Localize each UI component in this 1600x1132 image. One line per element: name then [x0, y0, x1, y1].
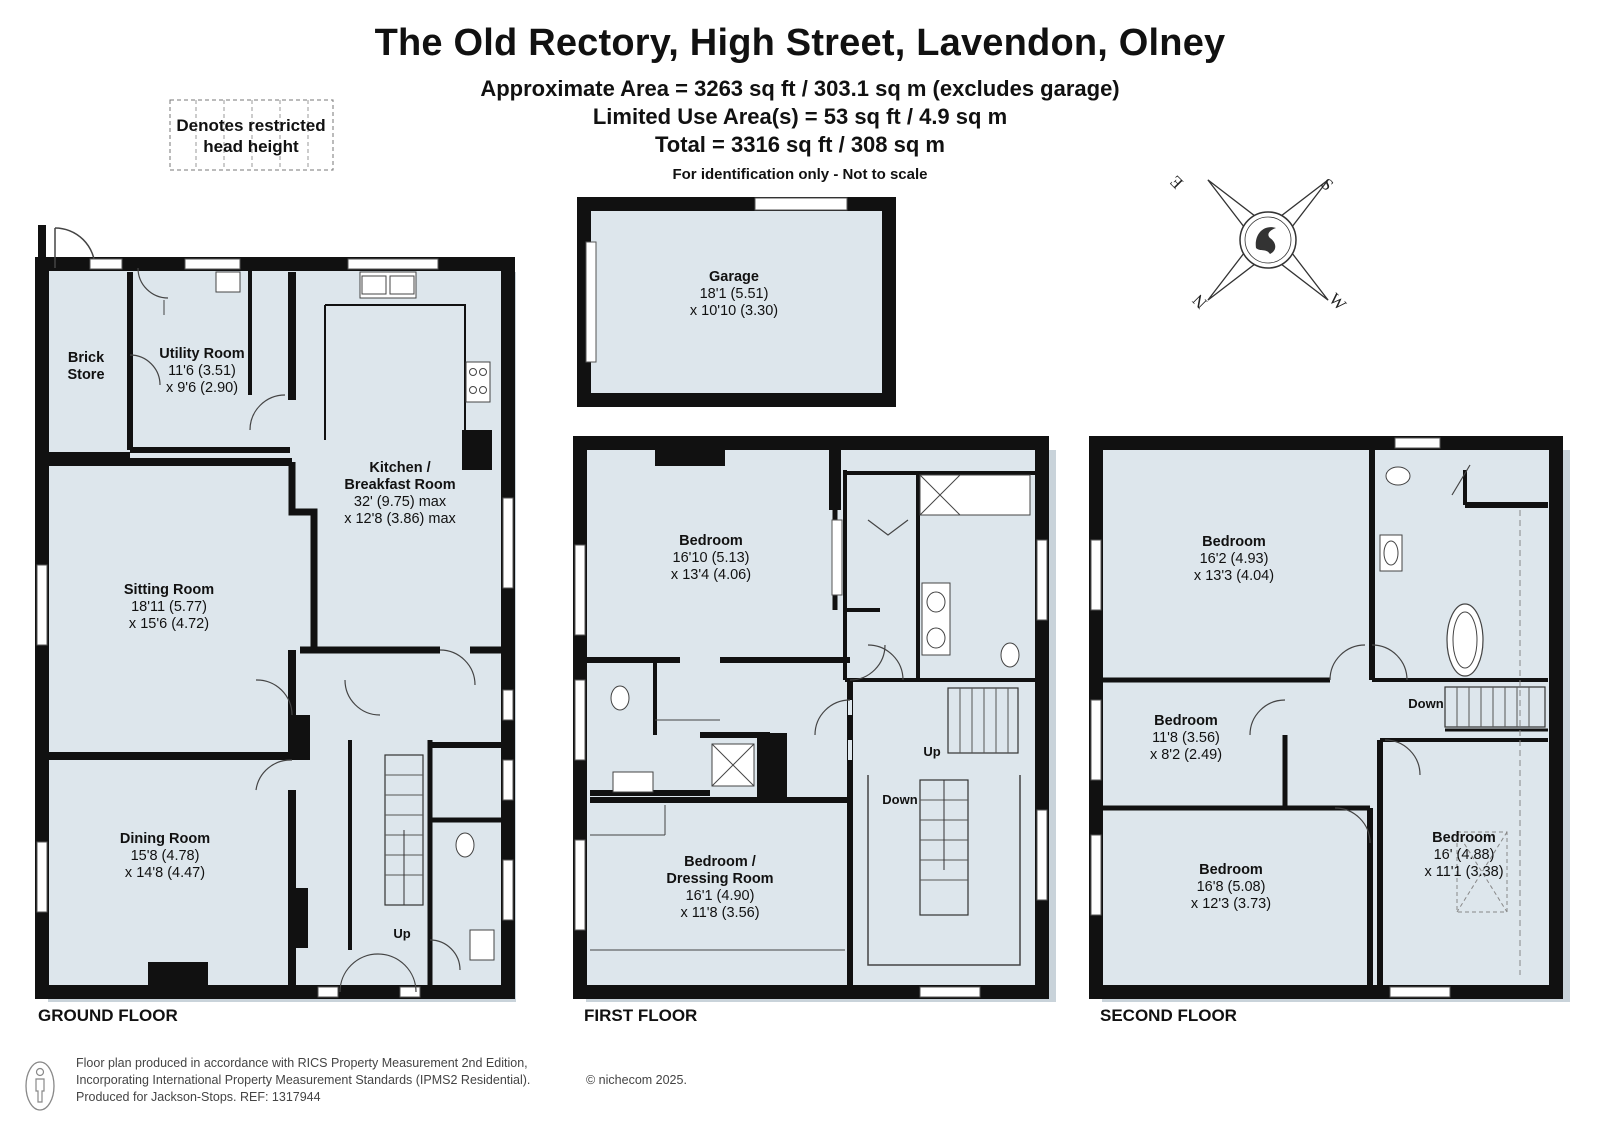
- sf-bedroom1-dim2: x 13'3 (4.04): [1194, 568, 1274, 584]
- garage-door: [585, 241, 597, 363]
- total-area: Total = 3316 sq ft / 308 sq m: [655, 132, 945, 157]
- footer-line-3: Produced for Jackson-Stops. REF: 1317944: [76, 1090, 321, 1104]
- dining-room-dim1: 15'8 (4.78): [131, 848, 200, 864]
- legend-line-2: head height: [203, 137, 299, 156]
- sf-bedroom2-dim2: x 8'2 (2.49): [1150, 747, 1222, 763]
- footer-credits: Floor plan produced in accordance with R…: [76, 1055, 687, 1106]
- dining-room-name: Dining Room: [120, 831, 210, 847]
- garage-dim2: x 10'10 (3.30): [690, 303, 778, 319]
- legend-line-1: Denotes restricted: [176, 116, 325, 135]
- ff-bedroom-dim1: 16'10 (5.13): [673, 550, 750, 566]
- ff-dressing-name-1: Bedroom /: [684, 854, 756, 870]
- sf-bedroom1-dim1: 16'2 (4.93): [1200, 551, 1269, 567]
- sf-bedroom3-dim2: x 12'3 (3.73): [1191, 896, 1271, 912]
- ff-dressing-name-2: Dressing Room: [666, 871, 773, 887]
- ff-dressing-dim1: 16'1 (4.90): [686, 888, 755, 904]
- person-scale-icon: [25, 1061, 55, 1111]
- second-floor-stairs: [1444, 686, 1546, 728]
- ground-stairs-up-label: Up: [393, 926, 410, 941]
- garage-dim1: 18'1 (5.51): [700, 286, 769, 302]
- second-floor-label: SECOND FLOOR: [1100, 1006, 1237, 1025]
- compass-emblem-icon: [1255, 227, 1276, 254]
- footer-line-2: Incorporating International Property Mea…: [76, 1073, 531, 1087]
- restricted-height-legend: Denotes restricted head height: [169, 99, 334, 171]
- limited-use-area: Limited Use Area(s) = 53 sq ft / 4.9 sq …: [592, 104, 1008, 129]
- sf-bedroom2-name: Bedroom: [1154, 713, 1218, 729]
- ff-bedroom-name: Bedroom: [679, 533, 743, 549]
- sf-bedroom4-dim1: 16' (4.88): [1434, 847, 1495, 863]
- ground-floor-stairs: [384, 754, 424, 906]
- second-floor-plan: Bedroom 16'2 (4.93) x 13'3 (4.04) Bedroo…: [1089, 436, 1570, 1002]
- first-floor-plan: Bedroom 16'10 (5.13) x 13'4 (4.06) Bedro…: [573, 436, 1056, 1002]
- sf-bedroom3-name: Bedroom: [1199, 862, 1263, 878]
- compass-e: E: [1166, 172, 1187, 193]
- sf-bedroom2-dim1: 11'8 (3.56): [1152, 730, 1220, 746]
- ground-floor-plan: Brick Store Utility Room 11'6 (3.51) x 9…: [35, 225, 516, 1002]
- garage-plan: Garage 18'1 (5.51) x 10'10 (3.30): [577, 197, 896, 407]
- first-floor-label: FIRST FLOOR: [584, 1006, 697, 1025]
- ff-bedroom-dim2: x 13'4 (4.06): [671, 567, 751, 583]
- approximate-area: Approximate Area = 3263 sq ft / 303.1 sq…: [480, 76, 1120, 101]
- sf-stairs-down-label: Down: [1408, 696, 1443, 711]
- scale-note: For identification only - Not to scale: [672, 166, 928, 183]
- utility-room-name: Utility Room: [159, 346, 244, 362]
- ff-stairs-up-label: Up: [923, 744, 940, 759]
- ff-dressing-dim2: x 11'8 (3.56): [680, 905, 759, 921]
- plan-title: The Old Rectory, High Street, Lavendon, …: [374, 22, 1226, 64]
- utility-room-dim1: 11'6 (3.51): [168, 363, 236, 379]
- brick-store-name-1: Brick: [68, 350, 105, 366]
- kitchen-dim2: x 12'8 (3.86) max: [344, 511, 456, 527]
- compass-s: S: [1317, 174, 1337, 194]
- garage-window: [754, 197, 848, 211]
- sitting-room-dim1: 18'11 (5.77): [131, 599, 207, 615]
- kitchen-name-1: Kitchen /: [369, 460, 430, 476]
- kitchen-name-2: Breakfast Room: [344, 477, 455, 493]
- sf-bedroom1-name: Bedroom: [1202, 534, 1266, 550]
- sitting-room-dim2: x 15'6 (4.72): [129, 616, 209, 632]
- footer-line-1: Floor plan produced in accordance with R…: [76, 1056, 528, 1070]
- sf-bedroom4-name: Bedroom: [1432, 830, 1496, 846]
- kitchen-dim1: 32' (9.75) max: [354, 494, 447, 510]
- utility-room-dim2: x 9'6 (2.90): [166, 380, 238, 396]
- brick-store-name-2: Store: [67, 367, 104, 383]
- sf-bedroom3-dim1: 16'8 (5.08): [1197, 879, 1266, 895]
- ground-floor-label: GROUND FLOOR: [38, 1006, 178, 1025]
- compass-w: W: [1325, 289, 1350, 314]
- compass-n: N: [1189, 290, 1211, 312]
- footer-copyright: © nichecom 2025.: [586, 1073, 687, 1087]
- first-floor-stairs: [919, 687, 1019, 916]
- garage-name: Garage: [709, 269, 759, 285]
- sf-bedroom4-dim2: x 11'1 (3.38): [1424, 864, 1503, 880]
- ff-stairs-down-label: Down: [882, 792, 917, 807]
- compass-rose: E S N W: [1166, 172, 1351, 315]
- dining-room-dim2: x 14'8 (4.47): [125, 865, 205, 881]
- sitting-room-name: Sitting Room: [124, 582, 214, 598]
